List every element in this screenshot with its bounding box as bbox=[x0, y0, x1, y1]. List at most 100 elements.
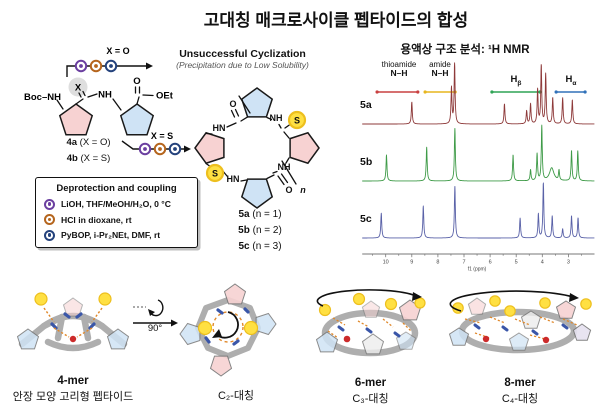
ring-hint-blue bbox=[315, 331, 339, 353]
hydrogen-bonds bbox=[212, 311, 244, 343]
molecular-model-8mer bbox=[448, 290, 592, 354]
unsuccessful-title: Unsuccessful Cyclization bbox=[179, 48, 306, 60]
arrow-cyclization-xo: X = O bbox=[66, 46, 153, 77]
molecular-model-4mer-top bbox=[179, 283, 277, 377]
arrow-cyclization-xs: X = S bbox=[121, 131, 191, 156]
ring-hint-blue bbox=[255, 312, 277, 336]
ring-bottom-blue bbox=[240, 178, 274, 209]
nitrogen-atoms bbox=[50, 312, 96, 330]
macro-s-ne: S bbox=[294, 116, 300, 126]
label-4mer: 4-mer bbox=[57, 375, 89, 387]
sulfur-spheres bbox=[34, 292, 112, 306]
product-5b-label: 5b (n = 2) bbox=[238, 225, 282, 236]
oxygen-atom bbox=[482, 335, 490, 343]
unsuccessful-note: Unsuccessful Cyclization (Precipitation … bbox=[150, 48, 335, 70]
x-tick-label: 4 bbox=[541, 260, 544, 266]
reactant-structure: Boc–NH X NH O OEt bbox=[24, 76, 174, 136]
x-tick-label: 7 bbox=[462, 260, 465, 266]
ring-top-blue bbox=[240, 87, 274, 118]
oxygen-atom bbox=[542, 336, 550, 344]
compound-4a-label: 4a (X = O) bbox=[66, 137, 111, 148]
condition-item-2: HCl in dioxane, rt bbox=[44, 214, 189, 225]
rotation-90-icon bbox=[133, 299, 178, 327]
reactant-bonds bbox=[56, 86, 154, 111]
compound-4b-label: 4b (X = S) bbox=[66, 153, 111, 164]
ring-right-pink bbox=[289, 131, 320, 165]
macro-nh-se: NH bbox=[278, 162, 291, 172]
oxygen-atom bbox=[343, 335, 351, 343]
conditions-box: Deprotection and coupling LiOH, THF/MeOH… bbox=[35, 177, 198, 248]
x-tick-label: 3 bbox=[567, 260, 570, 266]
ring-hint-blue bbox=[508, 332, 530, 351]
condition-step-icons bbox=[74, 59, 118, 73]
ring-hint-blue bbox=[448, 327, 470, 346]
nitrogen-atoms bbox=[337, 325, 401, 338]
thioamide-sulfur-highlights bbox=[205, 110, 307, 183]
x-tick-label: 9 bbox=[410, 260, 413, 266]
hydrogen-bonds bbox=[327, 317, 412, 339]
macro-s-sw: S bbox=[212, 169, 218, 179]
sulfur-spheres bbox=[197, 320, 259, 336]
oet-label: OEt bbox=[156, 91, 174, 102]
step3-circle-icon bbox=[44, 229, 55, 241]
condition-item-3: PyBOP, i-Pr₂NEt, DMF, rt bbox=[44, 229, 189, 241]
macro-n-repeat: n bbox=[300, 185, 306, 195]
boc-label: Boc–NH bbox=[24, 92, 61, 103]
x-tick-label: 6 bbox=[489, 260, 492, 266]
anno-h-alpha: Hα bbox=[565, 74, 577, 87]
ring-left-pink bbox=[194, 131, 225, 165]
step1-circle-icon bbox=[44, 198, 55, 210]
proline-ring-pink bbox=[58, 103, 94, 136]
nmr-trace-5c bbox=[361, 182, 595, 239]
ring-hint-gray bbox=[361, 333, 385, 355]
macrocycle-structure: O HN NH S S HN NH O n bbox=[194, 87, 320, 209]
nitrogen-atoms bbox=[473, 323, 569, 336]
label-c2-symmetry: C₂-대칭 bbox=[217, 390, 255, 402]
label-c4-symmetry: C₄-대칭 bbox=[501, 393, 539, 405]
nmr-trace-5b bbox=[361, 124, 595, 182]
ring-hint-blue bbox=[16, 328, 40, 350]
label-8mer: 8-mer bbox=[504, 377, 536, 389]
anno-amide: amide N–H bbox=[429, 60, 451, 79]
ring-hint-pink bbox=[223, 283, 247, 305]
x-tick-label: 10 bbox=[383, 260, 389, 266]
x-axis-label: f1 (ppm) bbox=[468, 267, 487, 273]
conditions-title: Deprotection and coupling bbox=[56, 183, 177, 194]
ring-hint-gray bbox=[520, 310, 542, 329]
ring-hint-pink bbox=[467, 297, 487, 315]
label-c3-symmetry: C₃-대칭 bbox=[352, 393, 389, 405]
macro-nh-ne: NH bbox=[270, 113, 283, 123]
hydrogen-bonds bbox=[43, 307, 103, 338]
oxygen-atom bbox=[69, 335, 77, 343]
o-label: O bbox=[133, 76, 140, 87]
arrowhead bbox=[184, 145, 191, 153]
rotation-angle-label: 90° bbox=[147, 323, 163, 334]
ring-hint-pink bbox=[209, 355, 233, 377]
ring-hint-lavender bbox=[572, 323, 592, 341]
anno-h-beta: Hβ bbox=[510, 74, 522, 87]
macro-hn-w: HN bbox=[213, 123, 226, 133]
macro-hn-s: HN bbox=[227, 174, 240, 184]
nitrogen-atoms bbox=[204, 307, 250, 346]
ring-hint-pink bbox=[62, 297, 84, 317]
arrowhead bbox=[146, 62, 153, 70]
peptide-backbone bbox=[18, 312, 128, 352]
nmr-trace-5a bbox=[361, 62, 595, 125]
x-atom-label: X bbox=[75, 83, 82, 94]
anno-thioamide: thioamide N–H bbox=[381, 60, 417, 79]
c3-rotation-arrow bbox=[316, 289, 417, 307]
unsuccessful-subtitle: (Precipitation due to Low Solubility) bbox=[176, 60, 309, 70]
macro-o-se: O bbox=[285, 185, 292, 195]
spectrum-label-5c: 5c bbox=[360, 213, 372, 225]
condition-step-icons bbox=[138, 142, 182, 156]
spectrum-label-5b: 5b bbox=[360, 156, 373, 168]
ring-hint-blue bbox=[106, 328, 130, 350]
spectrum-label-5a: 5a bbox=[360, 99, 372, 111]
product-5a-label: 5a (n = 1) bbox=[238, 209, 282, 220]
nmr-panel-title: 용액상 구조 분석: ¹H NMR bbox=[400, 44, 530, 56]
step2-circle-icon bbox=[44, 214, 55, 225]
proline-ring-blue bbox=[119, 103, 155, 136]
synthesis-scheme: Boc–NH X NH O OEt X = O X = S bbox=[24, 46, 320, 209]
peptide-backbone bbox=[195, 297, 261, 359]
